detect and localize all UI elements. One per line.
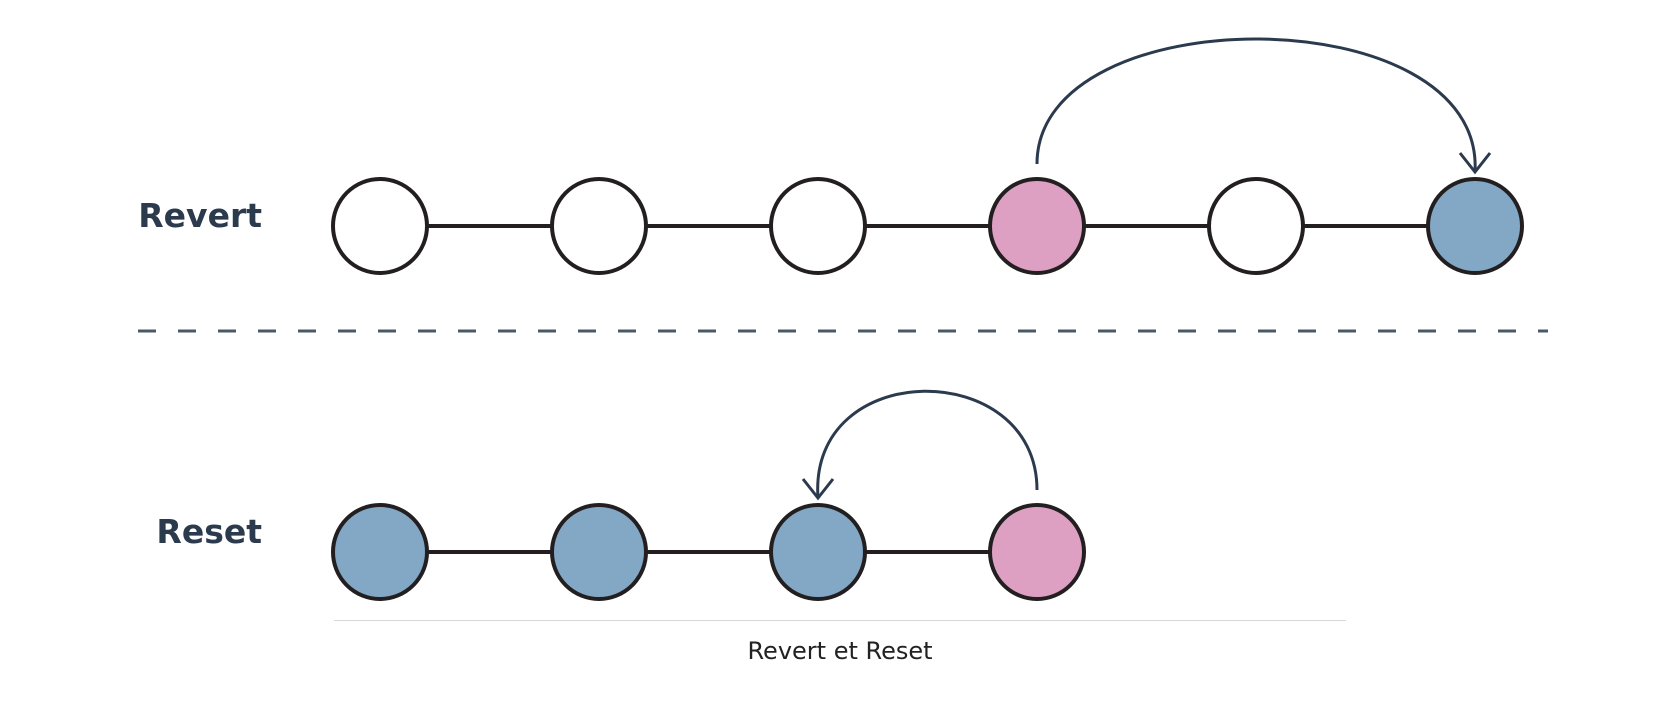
commit-node-empty: [769, 177, 867, 275]
commit-node-blue: [1426, 177, 1524, 275]
reset-label: Reset: [156, 512, 262, 551]
arrow-curve: [816, 389, 1039, 499]
arrowhead-icon: [1458, 152, 1492, 175]
commit-node-blue: [769, 503, 867, 601]
caption-rule: [334, 620, 1346, 621]
arrow-curve: [1035, 37, 1477, 173]
revert-row: [331, 37, 1524, 275]
commit-node-pink: [988, 503, 1086, 601]
commit-node-blue: [550, 503, 648, 601]
figure-caption: Revert et Reset: [747, 637, 933, 665]
commit-node-empty: [550, 177, 648, 275]
commit-node-blue: [331, 503, 429, 601]
commit-node-empty: [1207, 177, 1305, 275]
commit-node-empty: [331, 177, 429, 275]
revert-label: Revert: [138, 196, 262, 235]
reset-row: [331, 389, 1086, 601]
arrowhead-icon: [801, 478, 835, 501]
commit-node-pink: [988, 177, 1086, 275]
